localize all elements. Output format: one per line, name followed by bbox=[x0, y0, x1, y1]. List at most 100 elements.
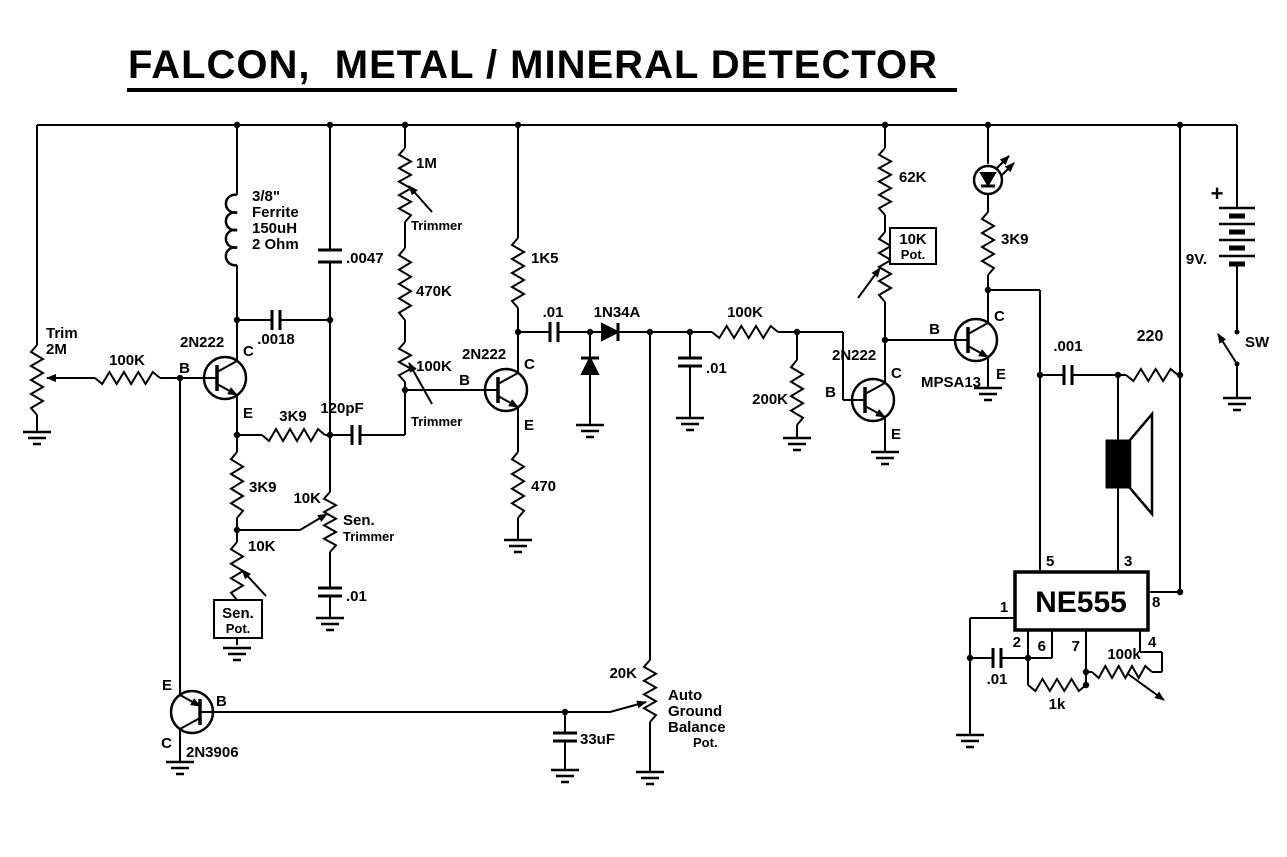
coil-label-1: 3/8" bbox=[252, 188, 280, 205]
transistor-q1-2n222 bbox=[195, 346, 246, 410]
resistor-1k5-label: 1K5 bbox=[531, 250, 559, 267]
cap-01-555-label: .01 bbox=[987, 671, 1008, 688]
pot-10k-wiper-arrow bbox=[857, 267, 881, 299]
resistor-100k-input-label: 100K bbox=[109, 352, 145, 369]
resistors bbox=[29, 147, 1179, 723]
led-emission-arrow-1 bbox=[996, 155, 1010, 169]
gb-pot-label-1: Auto bbox=[668, 687, 702, 704]
label-boxes bbox=[213, 227, 937, 639]
resistor-220 bbox=[1125, 367, 1179, 383]
gb-pot-label-3: Balance bbox=[668, 719, 726, 736]
resistor-3k9-led bbox=[980, 211, 996, 276]
cap-01-sen-label: .01 bbox=[346, 588, 367, 605]
cap-01-coupling bbox=[548, 322, 560, 342]
trimmer-1m-label: 1M bbox=[416, 155, 437, 172]
q1-collector-label: C bbox=[243, 343, 254, 360]
battery-voltage-label: 9V. bbox=[1186, 251, 1207, 268]
q4-base-label: B bbox=[929, 321, 940, 338]
battery-plus-label: + bbox=[1211, 181, 1224, 206]
resistor-200k bbox=[789, 359, 805, 426]
resistor-100k-det-label: 100K bbox=[727, 304, 763, 321]
resistor-470k bbox=[397, 247, 413, 321]
diode-1n34a-label: 1N34A bbox=[594, 304, 641, 321]
resistor-3k9-v bbox=[229, 451, 245, 519]
resistor-100k-det bbox=[711, 324, 779, 340]
coil-label-3: 150uH bbox=[252, 220, 297, 237]
junction-dots bbox=[176, 121, 1184, 716]
q1-emitter-label: E bbox=[243, 405, 253, 422]
resistor-1k bbox=[1027, 677, 1087, 693]
q5-base-label: B bbox=[216, 693, 227, 710]
pot-100k-wiper-arrow bbox=[1127, 673, 1165, 701]
ferrite-coil bbox=[224, 193, 238, 267]
q5-emitter-label: E bbox=[162, 677, 172, 694]
cap-0047-label: .0047 bbox=[346, 250, 384, 267]
speaker bbox=[1105, 410, 1154, 518]
pot-10k-sub: Pot. bbox=[901, 247, 926, 262]
coil-label-4: 2 Ohm bbox=[252, 236, 299, 253]
pot-100k-555 bbox=[1091, 663, 1153, 681]
gb-pot-value: 20K bbox=[609, 665, 637, 682]
switch-terminal-top bbox=[1234, 329, 1240, 335]
resistor-470-label: 470 bbox=[531, 478, 556, 495]
q4-emitter-label: E bbox=[996, 366, 1006, 383]
wire-detector bbox=[517, 125, 844, 660]
resistor-3k9-h bbox=[261, 427, 326, 443]
q5-collector-label: C bbox=[161, 735, 172, 752]
wire-bottom bbox=[222, 711, 651, 772]
trimmer-100k-wiper-arrow bbox=[408, 362, 433, 405]
pin-8-label: 8 bbox=[1152, 594, 1160, 611]
capacitors bbox=[270, 248, 1074, 743]
q2-base-label: B bbox=[459, 372, 470, 389]
led bbox=[972, 164, 1004, 196]
ground-balance-pot-20k bbox=[641, 659, 659, 723]
cap-0018 bbox=[270, 310, 282, 330]
resistor-3k9-v-label: 3K9 bbox=[249, 479, 277, 496]
sen-pot-box bbox=[213, 599, 263, 639]
q3-collector-label: C bbox=[891, 365, 902, 382]
coil-windings bbox=[224, 193, 238, 267]
gb-pot-label-2: Ground bbox=[668, 703, 722, 720]
cap-001 bbox=[1062, 365, 1074, 385]
sen-pot-label-1: Sen. bbox=[222, 605, 254, 622]
q4-collector-label: C bbox=[994, 308, 1005, 325]
ne555-body bbox=[1013, 570, 1150, 632]
battery-9v bbox=[1219, 206, 1255, 267]
resistor-62k-label: 62K bbox=[899, 169, 927, 186]
pot-10k-value: 10K bbox=[899, 231, 927, 248]
gb-pot-label-4: Pot. bbox=[693, 735, 718, 750]
switch-sw bbox=[1234, 329, 1240, 367]
sen-pot-wiper-arrow bbox=[241, 569, 267, 597]
diode-1n34a bbox=[601, 322, 621, 342]
sen-trimmer-value: 10K bbox=[293, 490, 321, 507]
title: FALCON, METAL / MINERAL DETECTOR bbox=[127, 43, 957, 92]
q1-label: 2N222 bbox=[180, 334, 224, 351]
resistor-100k-input bbox=[94, 370, 161, 386]
resistor-1k-label: 1k bbox=[1049, 696, 1066, 713]
pin-1-label: 1 bbox=[1000, 599, 1008, 616]
trimmer-100k bbox=[396, 341, 414, 383]
trimmer-1m-wiper-arrow bbox=[408, 185, 433, 213]
q3-label: 2N222 bbox=[832, 347, 876, 364]
resistor-62k bbox=[876, 147, 894, 216]
wires bbox=[36, 124, 1238, 772]
trimmer-100k-label: 100K bbox=[416, 358, 452, 375]
transistor-q5-2n3906 bbox=[171, 680, 222, 744]
switch-blade bbox=[1217, 333, 1238, 365]
pot-100k-555-label: 100k bbox=[1107, 646, 1141, 663]
speaker-magnet bbox=[1105, 439, 1131, 489]
switch-label: SW bbox=[1245, 334, 1270, 351]
sen-pot-label-2: Pot. bbox=[226, 621, 251, 636]
ic-ne555: NE555 bbox=[1013, 570, 1150, 632]
cap-001-label: .001 bbox=[1053, 338, 1082, 355]
trimmer-100k-sub: Trimmer bbox=[411, 414, 462, 429]
cap-0018-label: .0018 bbox=[257, 331, 295, 348]
wire-driver bbox=[884, 125, 1181, 593]
sensitivity-trimmer-10k bbox=[321, 491, 339, 553]
cap-01-555 bbox=[991, 648, 1003, 668]
resistor-470k-label: 470K bbox=[416, 283, 452, 300]
diode-clamp bbox=[580, 355, 600, 375]
resistor-1k5 bbox=[510, 237, 526, 309]
led-emission-arrow-2 bbox=[1001, 162, 1015, 176]
ground-balance-wiper-arrow bbox=[609, 700, 647, 713]
